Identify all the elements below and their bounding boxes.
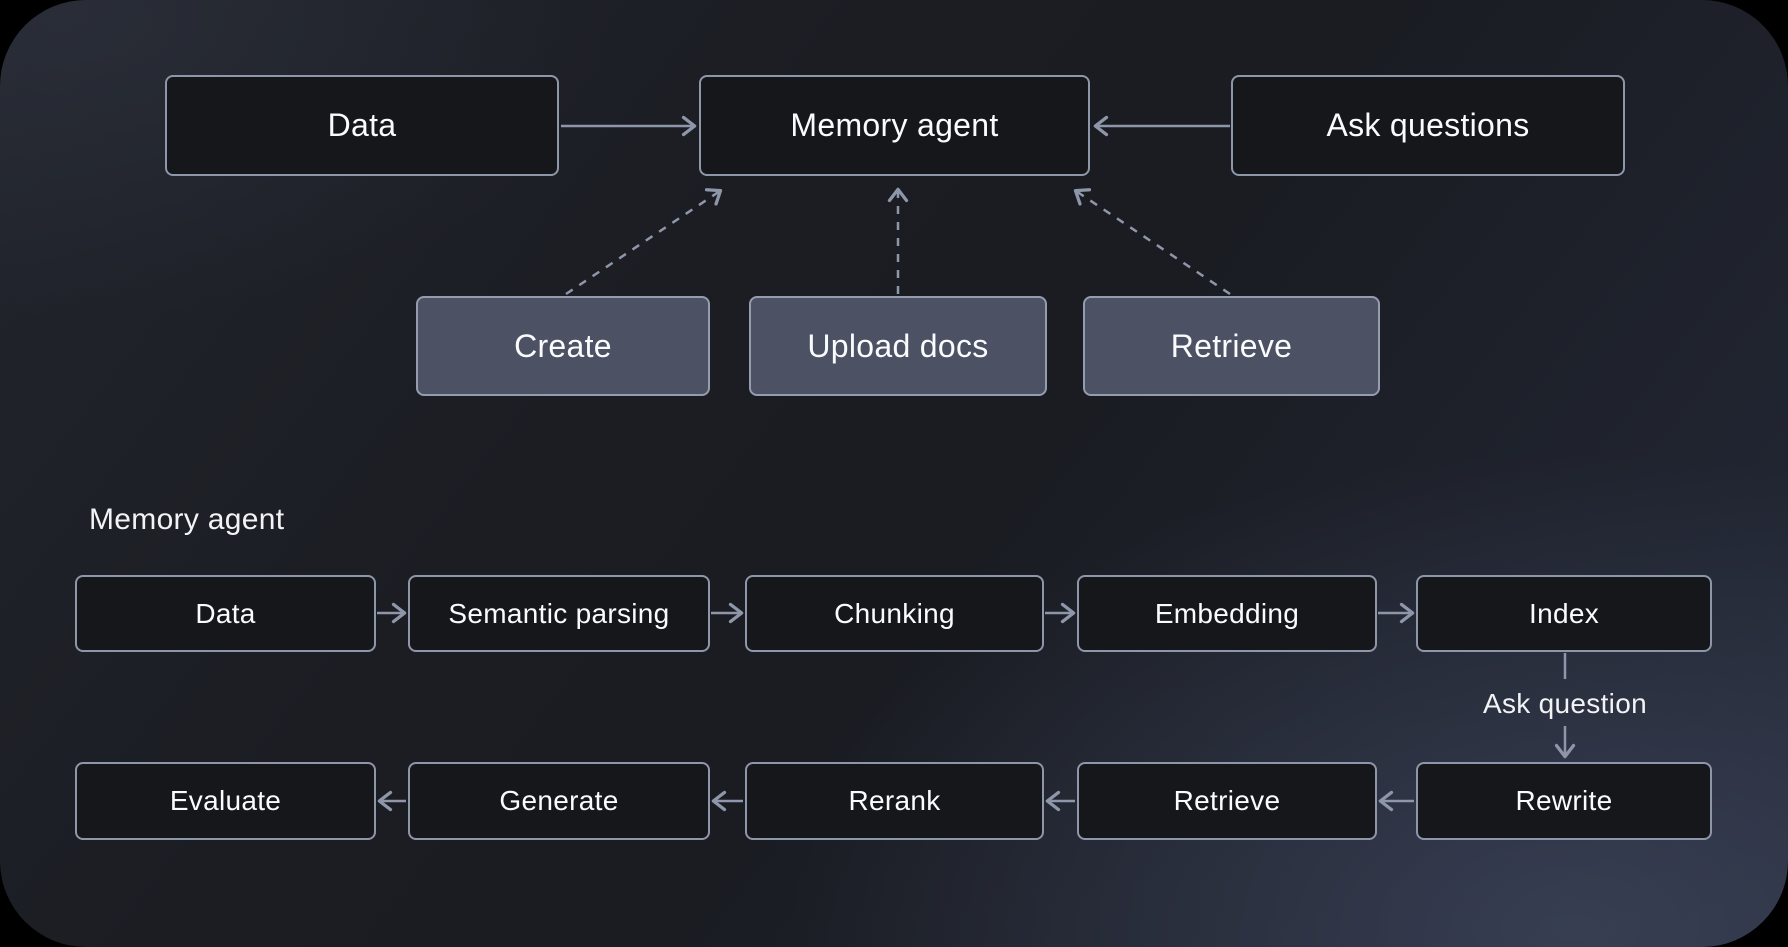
node-upload-docs: Upload docs bbox=[749, 296, 1047, 396]
node-retrieve-step: Retrieve bbox=[1077, 762, 1377, 840]
node-rerank: Rerank bbox=[745, 762, 1044, 840]
node-evaluate: Evaluate bbox=[75, 762, 376, 840]
node-pipeline-data: Data bbox=[75, 575, 376, 652]
node-memory-agent: Memory agent bbox=[699, 75, 1090, 176]
node-index: Index bbox=[1416, 575, 1712, 652]
node-embedding: Embedding bbox=[1077, 575, 1377, 652]
pipeline-title: Memory agent bbox=[89, 503, 285, 536]
node-semantic-parsing: Semantic parsing bbox=[408, 575, 710, 652]
node-chunking: Chunking bbox=[745, 575, 1044, 652]
node-ask-questions: Ask questions bbox=[1231, 75, 1625, 176]
node-data-source: Data bbox=[165, 75, 559, 176]
node-retrieve-action: Retrieve bbox=[1083, 296, 1380, 396]
node-generate: Generate bbox=[408, 762, 710, 840]
ask-question-label: Ask question bbox=[1483, 688, 1647, 719]
node-create: Create bbox=[416, 296, 710, 396]
arrow-retrieve-to-memory-agent bbox=[1073, 188, 1231, 296]
arrow-create-to-memory-agent bbox=[565, 188, 723, 296]
node-rewrite: Rewrite bbox=[1416, 762, 1712, 840]
